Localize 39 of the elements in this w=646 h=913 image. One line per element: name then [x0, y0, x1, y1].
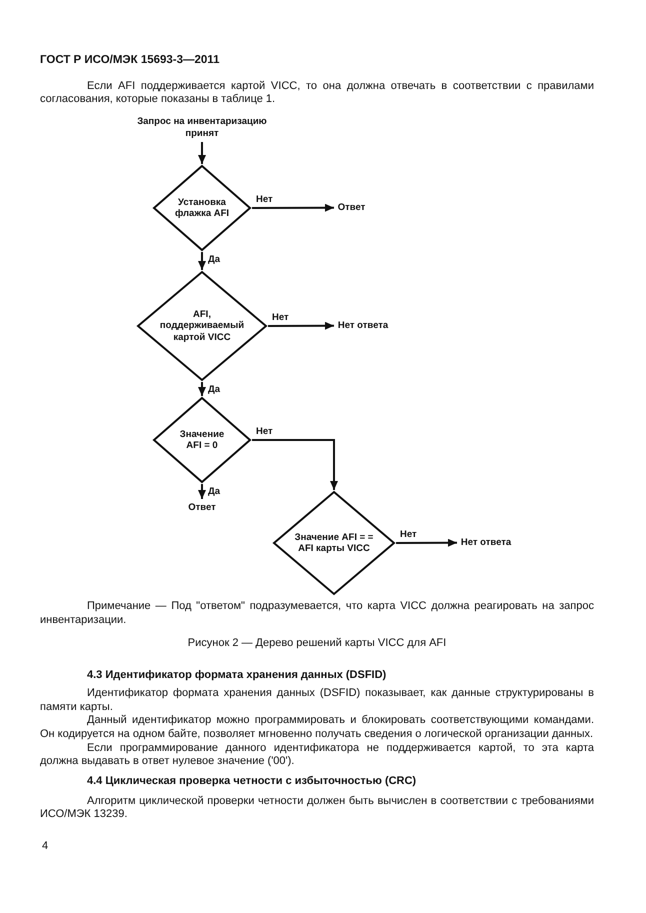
edge-label: Нет	[256, 194, 273, 205]
condition-text: AFI, поддерживаемый картой VICC	[159, 308, 245, 343]
edge-label: Нет	[272, 312, 289, 323]
condition-text: Значение AFI = 0	[179, 428, 225, 452]
condition-text: Установка флажка AFI	[174, 196, 230, 220]
note-text: Примечание — Под "ответом" подразумевается, что карта VICC должна реагировать на запрос инвентаризации.	[40, 600, 594, 628]
outcome-text: Нет ответа	[460, 537, 512, 548]
body-paragraph: Если AFI поддерживается картой VICC, то она должна отвечать в соответствии с правилами согласования, которые показаны в таблице 1.	[40, 80, 594, 108]
arrow	[252, 204, 334, 212]
arrow	[198, 252, 206, 270]
figure-caption: Рисунок 2 — Дерево решений карты VICC для AFI	[188, 637, 446, 652]
outcome-text: Ответ	[188, 502, 216, 514]
arrow	[396, 538, 457, 547]
decision-diamond	[152, 164, 252, 252]
document-header: ГОСТ Р ИСО/МЭК 15693-3—2011	[40, 54, 220, 68]
outcome-text: Ответ	[337, 202, 366, 214]
arrow	[198, 382, 206, 396]
arrow	[198, 484, 206, 499]
start-text: Запрос на инвентаризацию принят	[136, 116, 268, 139]
decision-diamond	[272, 490, 396, 596]
edge-label: Да	[208, 384, 220, 395]
edge-label: Нет	[400, 529, 417, 540]
decision-diamond	[152, 396, 252, 484]
page-number: 4	[42, 840, 48, 854]
body-paragraph: Идентификатор формата хранения данных (DSFID) показывает, как данные структурированы в памяти карты.	[40, 686, 594, 714]
outcome-text: Нет ответа	[337, 320, 389, 332]
section-heading: 4.3 Идентификатор формата хранения данных (DSFID)	[87, 669, 386, 683]
edge-label: Да	[208, 486, 220, 497]
arrow	[252, 439, 338, 490]
arrow	[268, 322, 334, 330]
edge-label: Да	[208, 254, 220, 265]
body-paragraph: Если программирование данного идентификатора не поддерживается картой, то эта карта должна выдавать в ответ нулевое значение ('00').	[40, 742, 594, 770]
decision-diamond	[136, 270, 268, 382]
edge-label: Нет	[256, 426, 273, 437]
arrow	[198, 142, 206, 164]
section-heading: 4.4 Циклическая проверка четности с избыточностью (CRC)	[87, 775, 416, 789]
condition-text: Значение AFI = = AFI карты VICC	[294, 532, 374, 554]
body-paragraph: Алгоритм циклической проверки четности должен быть вычислен в соответствии с требованиями ИСО/МЭК 13239.	[40, 794, 594, 822]
body-paragraph: Данный идентификатор можно программировать и блокировать соответствующими командами. Он кодируется на одном байте, позволяет мгновенно получать сведения о логической организации данных.	[40, 714, 594, 742]
